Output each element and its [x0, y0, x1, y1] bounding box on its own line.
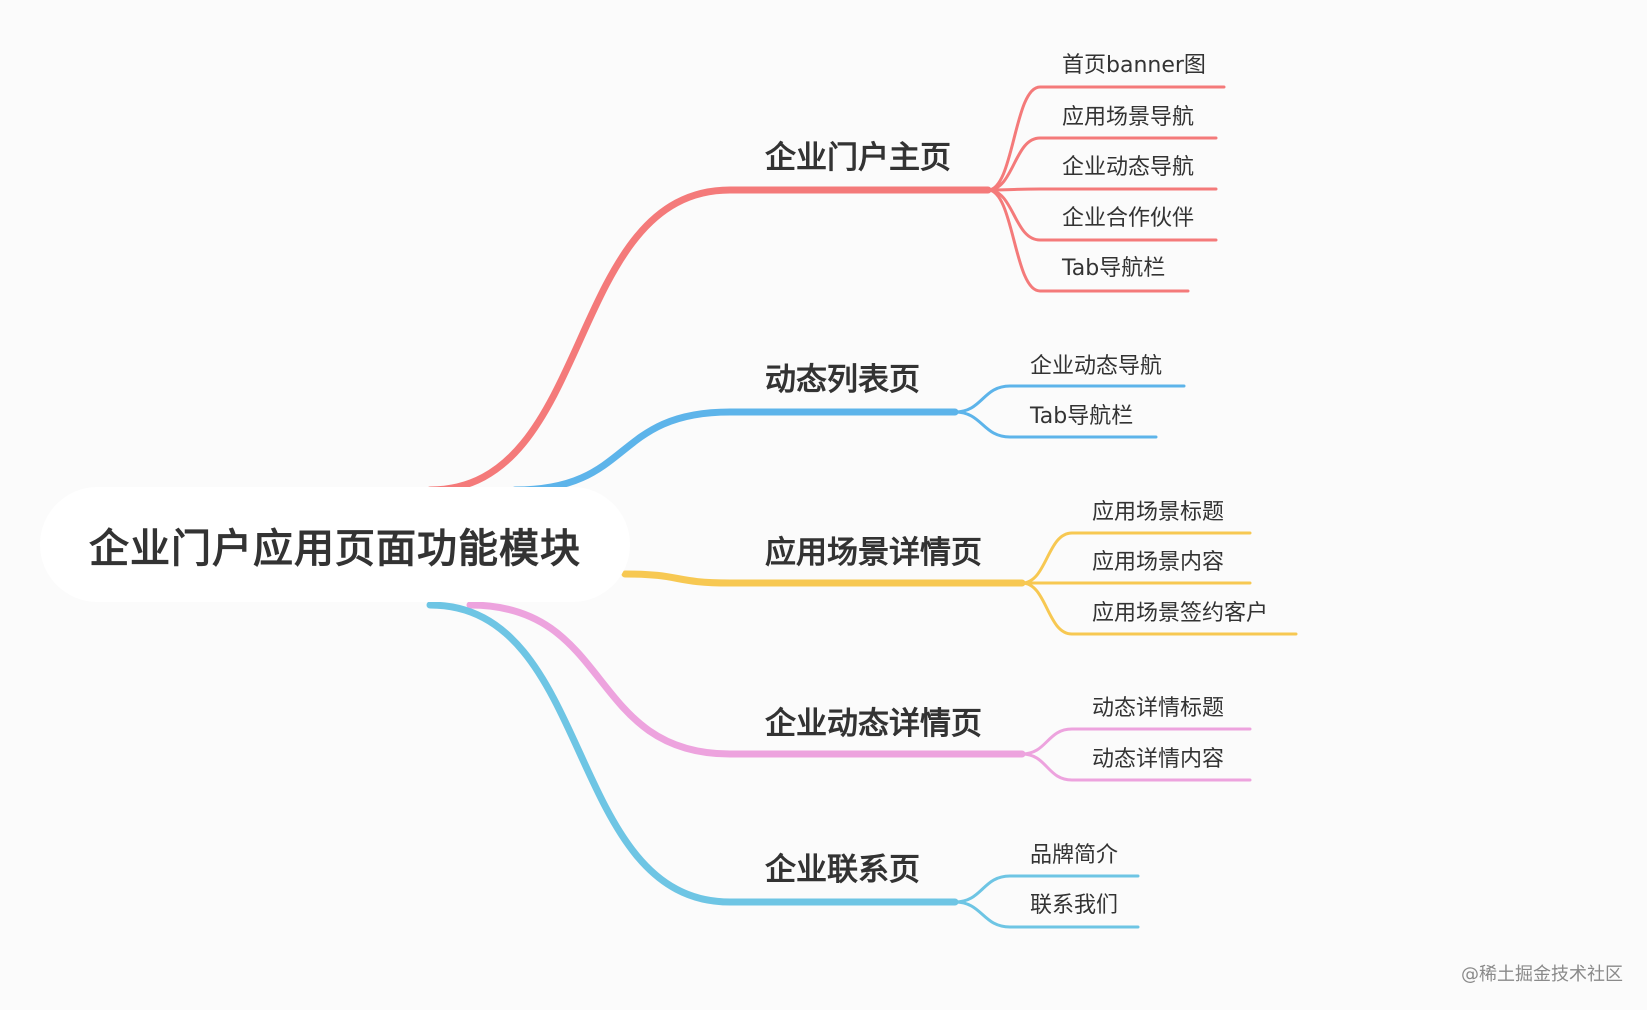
leaf-scenario-content[interactable]: 应用场景内容	[1092, 550, 1225, 575]
leaf-newsdetail-title[interactable]: 动态详情标题	[1092, 696, 1225, 721]
branch-news-list[interactable]: 动态列表页	[765, 362, 920, 398]
leaf-homepage-banner[interactable]: 首页banner图	[1062, 53, 1206, 78]
branch-news-detail[interactable]: 企业动态详情页	[765, 706, 982, 742]
leaf-homepage-partners[interactable]: 企业合作伙伴	[1062, 206, 1195, 231]
connector-news-list	[511, 408, 959, 494]
leaf-connector-homepage-0	[986, 85, 1226, 192]
connector-contact	[426, 601, 959, 906]
leaf-newsdetail-content[interactable]: 动态详情内容	[1092, 747, 1225, 772]
leaf-scenario-title[interactable]: 应用场景标题	[1092, 500, 1225, 525]
leaf-connector-homepage-4	[986, 188, 1190, 293]
leaf-homepage-scenario-nav[interactable]: 应用场景导航	[1062, 105, 1195, 130]
leaf-contact-us[interactable]: 联系我们	[1030, 893, 1119, 918]
watermark: @稀土掘金技术社区	[1461, 964, 1623, 985]
leaf-homepage-news-nav[interactable]: 企业动态导航	[1062, 155, 1195, 180]
root-node[interactable]: 企业门户应用页面功能模块	[40, 487, 630, 602]
branch-scenario-detail[interactable]: 应用场景详情页	[765, 535, 982, 571]
branch-contact[interactable]: 企业联系页	[765, 852, 920, 888]
leaf-connector-scenario-detail-0	[1020, 531, 1252, 585]
leaf-connector-contact-0	[953, 874, 1140, 904]
leaf-connector-news-detail-0	[1020, 727, 1252, 756]
leaf-connector-news-list-0	[953, 384, 1186, 414]
branch-homepage[interactable]: 企业门户主页	[765, 140, 951, 176]
leaf-connector-news-detail-1	[1020, 752, 1252, 782]
connector-scenario-detail	[621, 570, 1026, 587]
connector-homepage	[426, 186, 992, 494]
leaf-connector-homepage-1	[986, 136, 1218, 192]
leaf-scenario-clients[interactable]: 应用场景签约客户	[1092, 601, 1269, 626]
root-title: 企业门户应用页面功能模块	[89, 525, 581, 572]
leaf-contact-brand-intro[interactable]: 品牌简介	[1030, 843, 1119, 868]
leaf-connector-scenario-detail-2	[1020, 581, 1298, 636]
leaf-homepage-tabbar[interactable]: Tab导航栏	[1062, 256, 1166, 281]
leaf-newslist-news-nav[interactable]: 企业动态导航	[1030, 354, 1163, 379]
leaf-connector-contact-1	[953, 900, 1140, 929]
leaf-connector-homepage-2	[986, 187, 1218, 192]
leaf-connector-news-list-1	[953, 410, 1158, 439]
leaf-newslist-tabbar[interactable]: Tab导航栏	[1030, 404, 1134, 429]
connector-news-detail	[466, 601, 1026, 758]
